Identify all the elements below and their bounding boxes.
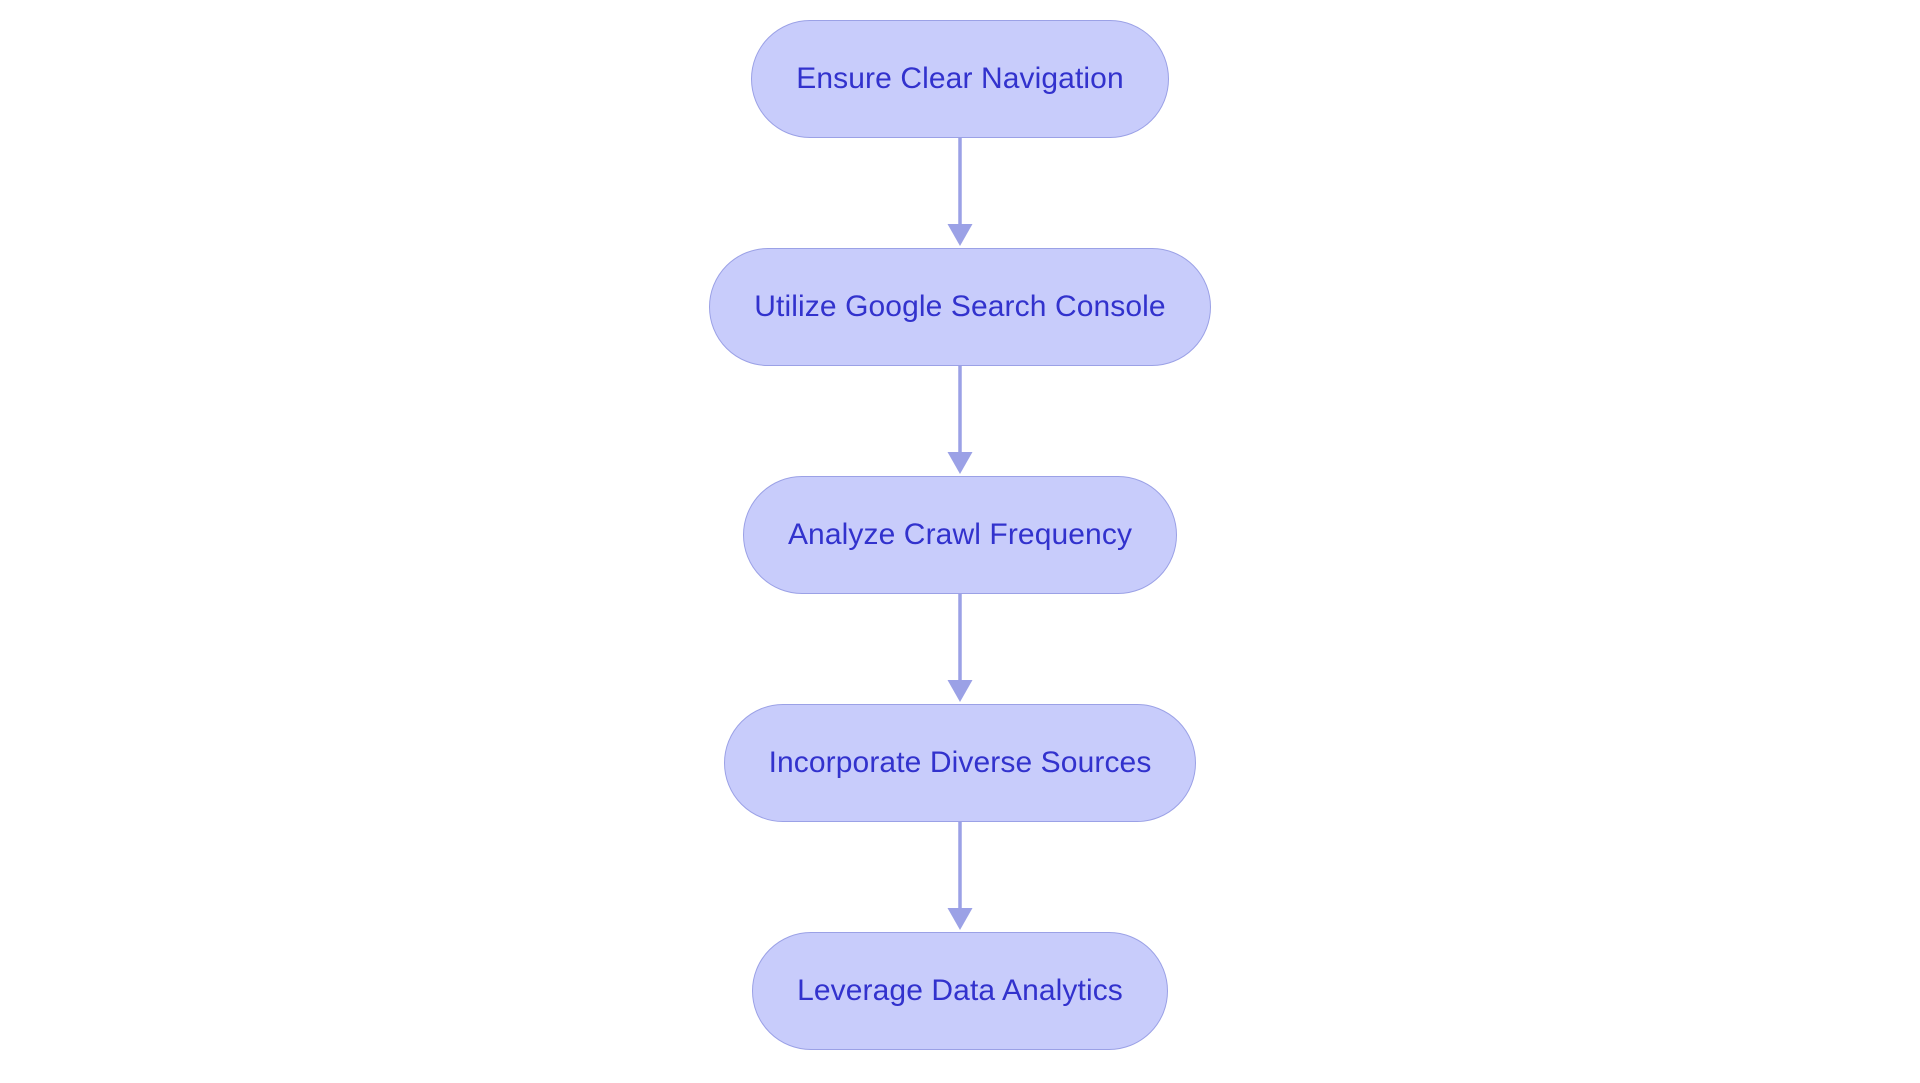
down-arrow-icon-3 [947,594,973,702]
flow-node-label: Utilize Google Search Console [754,290,1166,323]
flow-node-label: Incorporate Diverse Sources [768,746,1152,779]
down-arrow-icon-4 [947,822,973,930]
flow-node-label: Leverage Data Analytics [797,974,1123,1007]
flow-node-label: Analyze Crawl Frequency [787,518,1133,551]
flow-node-analyze-crawl-frequency[interactable]: Analyze Crawl Frequency [742,476,1178,594]
down-arrow-icon-2 [947,366,973,474]
flow-node-ensure-clear-navigation[interactable]: Ensure Clear Navigation [751,20,1169,138]
flow-node-label: Ensure Clear Navigation [796,62,1124,95]
top-spacer [960,0,961,20]
flow-node-utilize-google-search-console[interactable]: Utilize Google Search Console [709,248,1211,366]
flow-node-incorporate-diverse-sources[interactable]: Incorporate Diverse Sources [723,704,1197,822]
flow-node-leverage-data-analytics[interactable]: Leverage Data Analytics [752,932,1168,1050]
down-arrow-icon-1 [947,138,973,246]
